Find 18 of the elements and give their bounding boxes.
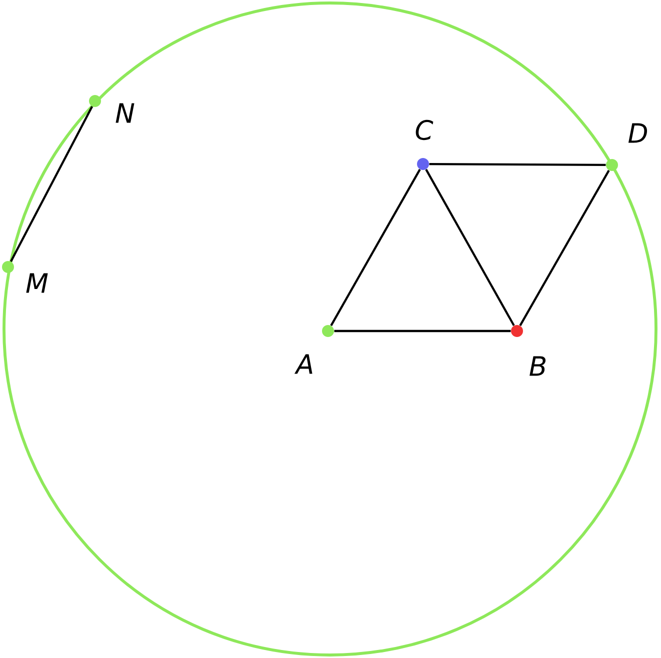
point-label: D: [628, 123, 647, 143]
point-dot: [2, 261, 14, 273]
line-segment: [425, 168, 515, 326]
line-segment: [519, 170, 610, 326]
point-dot: [417, 158, 429, 170]
line-segment: [10, 106, 94, 262]
point-dot: [322, 325, 334, 337]
point-dot: [511, 325, 523, 337]
line-segment: [334, 330, 511, 332]
point-label: A: [294, 354, 312, 374]
point-label: B: [530, 356, 546, 376]
point-dot: [89, 95, 101, 107]
point-label: C: [416, 120, 434, 140]
point-dot: [606, 159, 618, 171]
point-label: M: [26, 273, 48, 293]
line-segment: [330, 168, 421, 326]
line-segment: [429, 162, 606, 166]
point-label: N: [116, 103, 134, 123]
